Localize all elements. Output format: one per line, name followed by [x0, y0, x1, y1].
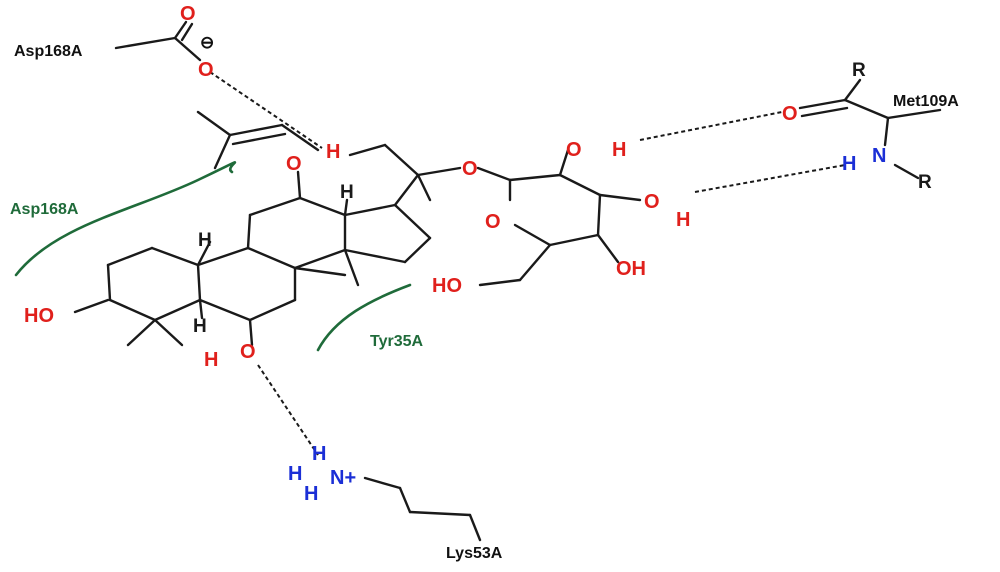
lys53-sidechain [363, 476, 482, 542]
asp168-carboxylate [114, 20, 202, 62]
atom-o-c3-sugar: O [644, 191, 660, 213]
atom-o-met-carbonyl: O [782, 103, 798, 125]
atom-h-c9: H [198, 230, 212, 251]
residue-label-asp168-top: Asp168A [14, 43, 83, 60]
residue-label-met109: Met109A [893, 93, 959, 110]
atom-h-c3-sugar-hydroxyl: H [676, 209, 690, 231]
atom-h-lys-bottom: H [304, 483, 318, 505]
atom-o-glycosidic: O [462, 158, 478, 180]
atom-o-asp-carbonyl: O [180, 3, 196, 25]
residue-label-tyr35: Tyr35A [370, 333, 424, 350]
atom-r-met-amide: R [918, 172, 932, 193]
atom-h-c2-hydroxyl: H [612, 139, 626, 161]
hydrogen-bonds [209, 71, 846, 456]
atom-h-lys-top: H [312, 443, 326, 465]
atom-r-met-carbonyl: R [852, 60, 866, 81]
atom-o-c2: O [566, 139, 582, 161]
atom-h-met-amide: H [842, 153, 856, 175]
atom-h-c17: H [340, 182, 354, 203]
atom-o-c6: O [240, 341, 256, 363]
glucose-ring [476, 148, 642, 287]
met109-backbone [798, 78, 942, 180]
atom-nplus-lys: N+ [330, 467, 356, 489]
atom-h-lys-left: H [288, 463, 302, 485]
atom-o-c12: O [286, 153, 302, 175]
hbond-asp168 [209, 71, 323, 149]
residue-label-lys53: Lys53A [446, 545, 503, 562]
hbond-lys53 [257, 364, 319, 456]
atom-n-met: N [872, 145, 886, 167]
atom-oh-c4-sugar: OH [616, 258, 646, 280]
hbond-met109-o [639, 111, 783, 141]
atom-ho-c3: HO [24, 305, 54, 327]
atom-o-ring: O [485, 211, 501, 233]
atom-o-asp-carboxylate: O [198, 59, 214, 81]
hbond-met109-n [694, 164, 846, 193]
residue-label-asp168-green: Asp168A [10, 201, 79, 218]
charge-minus: ⊖ [200, 33, 214, 52]
hydrophobic-arc-asp168 [14, 161, 237, 277]
hydrophobic-arc-tyr35 [316, 283, 412, 352]
isobutenyl-group [196, 110, 320, 170]
atom-h-c12-hydroxyl: H [326, 141, 340, 163]
atom-h-c5: H [193, 316, 207, 337]
atom-h-c6-hydroxyl: H [204, 349, 218, 371]
atom-ho-c6-sugar: HO [432, 275, 462, 297]
steroid-skeleton [73, 143, 462, 347]
